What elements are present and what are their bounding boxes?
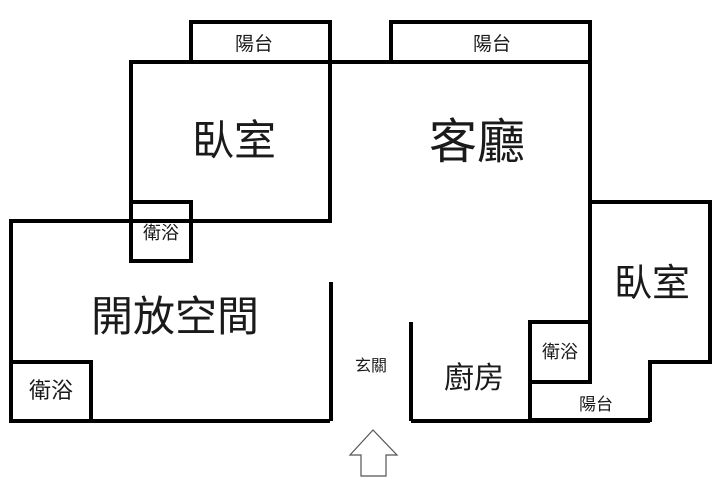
balcony-top-left-label: 陽台 [235,33,273,55]
living-room-outline [330,60,592,322]
balcony-top-right-label: 陽台 [473,33,511,55]
bath-upper-outline [129,200,193,263]
bath-right-label: 衛浴 [542,342,578,363]
bath-upper-label: 衛浴 [143,223,179,244]
up-arrow-icon [348,429,399,477]
balcony-bottom-right-outline [528,382,650,423]
bedroom-top-label: 臥室 [192,116,276,165]
open-space-outline [9,219,330,423]
bath-right-outline [528,320,592,384]
kitchen-label: 廚房 [444,361,504,396]
open-space-label: 開放空間 [91,292,259,341]
walls [9,20,712,423]
bedroom-right-outline [530,200,712,422]
bath-lower-left-label: 衛浴 [29,379,73,404]
living-room-label: 客廳 [429,114,525,170]
entrance-label: 玄關 [355,356,387,375]
bedroom-right-label: 臥室 [614,261,690,305]
bedroom-top-outline [129,60,332,223]
bath-lower-left-outline [11,360,93,421]
balcony-bottom-right-label: 陽台 [579,395,613,415]
